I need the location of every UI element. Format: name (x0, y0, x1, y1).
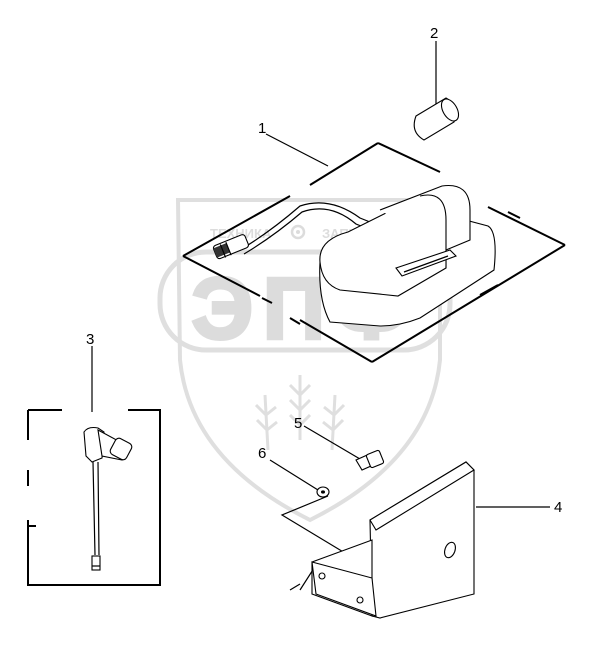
connector-1 (212, 234, 249, 260)
callout-5: 5 (294, 415, 302, 432)
part-1-housing (182, 133, 566, 363)
leader-6 (269, 459, 319, 491)
callout-3: 3 (86, 331, 94, 348)
watermark-left-word: ТЕХНИКА (210, 226, 272, 241)
cable-plug-3 (91, 555, 101, 571)
callout-1: 1 (258, 120, 266, 137)
part-3-connector (27, 346, 161, 586)
part-2-sleeve (413, 41, 460, 141)
watermark-logo-frame (157, 249, 453, 353)
frame-1 (182, 142, 566, 363)
callout-6: 6 (258, 445, 266, 462)
watermark-wheat-icon (254, 375, 346, 451)
gear-icon (290, 224, 306, 240)
frame-3 (27, 409, 161, 586)
part-5-bolt (303, 425, 385, 471)
watermark-shield (175, 198, 442, 523)
callout-4: 4 (554, 499, 562, 516)
leader-1 (265, 133, 329, 167)
callout-2: 2 (430, 25, 438, 42)
part-4-bracket (280, 461, 550, 619)
part-6-washer (269, 459, 330, 498)
leader-5 (303, 425, 361, 460)
